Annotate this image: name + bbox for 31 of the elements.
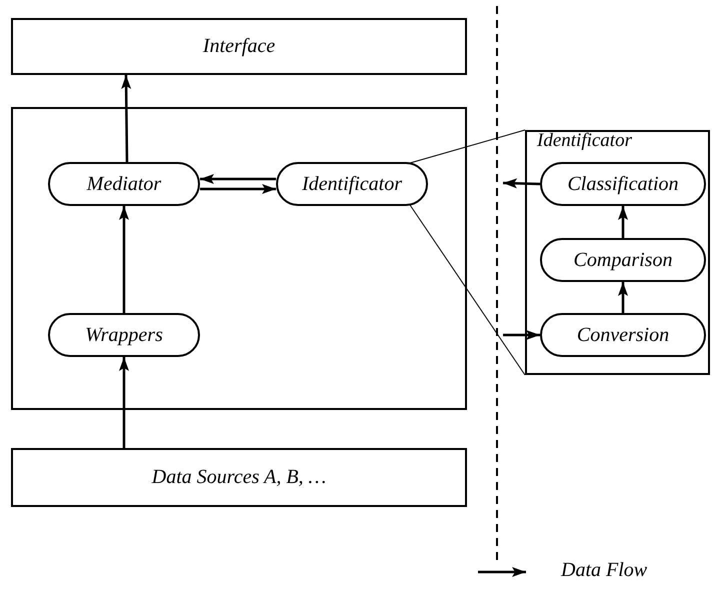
node-label: Wrappers [85,324,163,346]
container-box [11,107,467,410]
zoom-line [410,130,526,164]
arrow [502,178,540,188]
process-pill [276,162,428,206]
arrow [503,330,540,340]
arrow [618,282,628,313]
arrow [121,74,132,162]
legend-label: Data Flow [561,559,648,582]
component-box [11,18,467,75]
node-label: Conversion [576,324,670,346]
arrow [618,206,628,238]
process-pill [540,313,706,357]
detail-panel [525,130,710,375]
zoom-line [410,204,526,376]
arrow [200,174,276,184]
panel-heading: Identificator [537,130,632,152]
node-label: Mediator [86,172,162,196]
node-label: Comparison [574,248,672,272]
arrow [200,184,276,194]
process-pill [48,162,200,206]
node-label: Data Sources A, B, … [152,466,326,489]
arrow [119,357,129,448]
arrow [119,206,129,313]
node-label: Classification [567,172,679,196]
process-pill [540,238,706,282]
node-label: Identificator [302,172,402,196]
process-pill [48,313,200,357]
node-label: Interface [202,35,276,58]
component-box [11,448,467,507]
process-pill [540,162,706,206]
